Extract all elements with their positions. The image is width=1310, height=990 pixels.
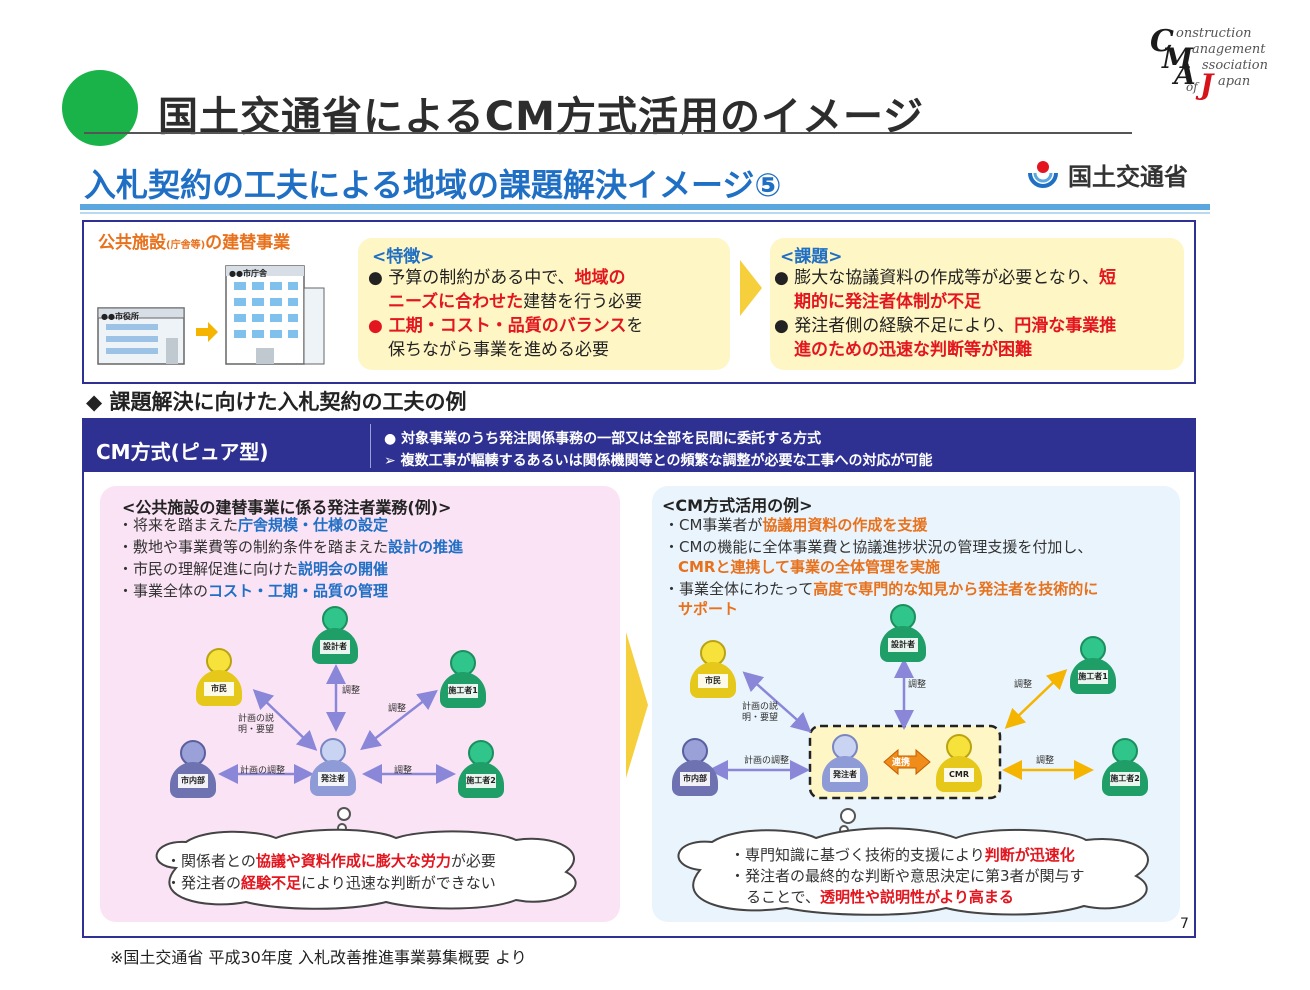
issues-box: <課題> ● 膨大な協議資料の作成等が必要となり、短 期的に発注者体制が不足 ●… [770,238,1184,370]
left-task-4: ・事業全体のコスト・工期・品質の管理 [118,582,389,600]
link-label: 連携 [892,758,911,768]
cmaj-logo: C onstruction M anagement A ssociation o… [1150,24,1268,101]
chevron-right-icon [740,260,762,316]
person-contractor-2: 施工者2 [458,740,504,798]
person-citizen: 市民 [690,640,736,698]
issue-line-4: 進のための迅速な判断等が困難 [794,340,1032,360]
old-building-label: ●●市役所 [101,312,139,321]
cm-description-2: ➢ 複数工事が輻輳するあるいは関係機関等との頻繁な調整が必要な工事への対応が可能 [384,453,933,469]
issue-line-1: ● 膨大な協議資料の作成等が必要となり、短 [774,268,1117,288]
link-double-arrow-icon [883,748,931,776]
mlit-emblem-icon [1028,161,1058,188]
ministry-name: 国土交通省 [1068,162,1188,191]
left-problem-cloud [155,828,577,910]
right-cloud-line-2: ・発注者の最終的な判断や意思決定に第3者が関与す [730,867,1085,885]
subtitle-rule-light [80,212,1210,214]
right-edge-label-adjust-c1: 調整 [1014,680,1033,690]
left-task-1: ・将来を踏まえた庁舎規模・仕様の設定 [118,516,389,534]
person-internal: 市内部 [170,740,216,798]
right-cloud-line-1: ・専門知識に基づく技術的支援により判断が迅速化 [730,846,1075,864]
right-point-3: ・事業全体にわたって高度で専門的な知見から発注者を技術的に [664,580,1099,598]
features-title: <特徴> [372,247,435,267]
features-box: <特徴> ● 予算の制約がある中で、地域の ニーズに合わせた建替を行う必要 ● … [358,238,730,370]
person-cmr: CMR [936,734,982,792]
right-point-2b: CMRと連携して事業の全体管理を実施 [678,558,941,576]
cm-description-1: ● 対象事業のうち発注関係事務の一部又は全部を民間に委託する方式 [384,431,822,447]
edge-label-adjust-designer: 調整 [342,686,361,696]
title-underline [84,132,1132,134]
issues-title: <課題> [780,247,843,267]
section-heading: ◆ 課題解決に向けた入札契約の工夫の例 [86,390,467,414]
feature-line-3: ● 工期・コスト・品質のバランスを [368,316,644,336]
ministry-logo: 国土交通省 [1026,156,1188,192]
left-panel-title: <公共施設の建替事業に係る発注者業務(例)> [122,498,452,517]
person-internal: 市内部 [672,738,718,796]
left-task-2: ・敷地や事業費等の制約条件を踏まえた設計の推進 [118,538,464,556]
right-point-1: ・CM事業者が協議用資料の作成を支援 [664,516,928,534]
person-citizen: 市民 [196,648,242,706]
source-footnote: ※国土交通省 平成30年度 入札改善推進事業募集概要 より [110,948,527,967]
chevron-right-icon [626,632,648,778]
right-edge-label-plan-adjust: 計画の調整 [744,756,790,766]
right-cloud-line-3: ることで、透明性や説明性がより高まる [746,888,1014,906]
header-divider [370,424,371,468]
right-edge-label-adjust-c2: 調整 [1036,756,1055,766]
person-contractor-2: 施工者2 [1102,738,1148,796]
edge-label-plan-explain: 計画の説明・要望 [238,714,275,735]
issue-line-2: 期的に発注者体制が不足 [794,292,981,312]
right-point-3b: サポート [678,600,739,618]
new-building-icon [225,265,325,365]
edge-c1-owner [360,689,438,751]
slide-subtitle: 入札契約の工夫による地域の課題解決イメージ⑤ [84,166,782,204]
edge-c1-team [1004,669,1068,729]
right-panel-title: <CM方式活用の例> [662,496,813,515]
subtitle-rule [80,204,1210,210]
left-cloud-line-1: ・関係者との協議や資料作成に膨大な労力が必要 [166,852,496,870]
arrow-right-icon [196,322,218,342]
right-edge-label-plan-explain: 計画の説明・要望 [742,702,779,723]
person-contractor-1: 施工者1 [1070,636,1116,694]
person-designer: 設計者 [880,604,926,662]
issue-line-3: ● 発注者側の経験不足により、円滑な事業推 [774,316,1117,336]
cm-method-label: CM方式(ピュア型) [96,440,269,464]
feature-line-2: ニーズに合わせた建替を行う必要 [388,292,643,312]
person-owner: 発注者 [822,734,868,792]
green-circle-bullet [62,70,138,146]
right-point-2: ・CMの機能に全体事業費と協議進捗状況の管理支援を付加し、 [664,538,1093,556]
page-number: 7 [1180,916,1189,932]
right-solution-cloud [677,827,1149,916]
old-building-icon [97,307,185,365]
project-title: 公共施設(庁舎等)の建替事業 [98,233,291,253]
edge-citizen-owner [252,689,318,751]
feature-line-1: ● 予算の制約がある中で、地域の [368,268,626,288]
left-task-3: ・市民の理解促進に向けた説明会の開催 [118,560,389,578]
right-edge-label-adjust-designer: 調整 [908,680,927,690]
building-rebuild-illustration [97,265,325,365]
person-designer: 設計者 [312,606,358,664]
cm-header-bar [84,420,1194,472]
person-owner: 発注者 [310,738,356,796]
new-building-label: ●●市庁舎 [229,269,267,278]
left-cloud-line-2: ・発注者の経験不足により迅速な判断ができない [166,874,496,892]
edge-label-plan-adjust: 計画の調整 [240,766,286,776]
edge-label-adjust-c2: 調整 [394,766,413,776]
feature-line-4: 保ちながら事業を進める必要 [388,340,609,360]
edge-citizen-owner [742,671,812,733]
person-contractor-1: 施工者1 [440,650,486,708]
left-stakeholder-diagram [218,664,456,833]
edge-label-adjust-c1: 調整 [388,704,407,714]
